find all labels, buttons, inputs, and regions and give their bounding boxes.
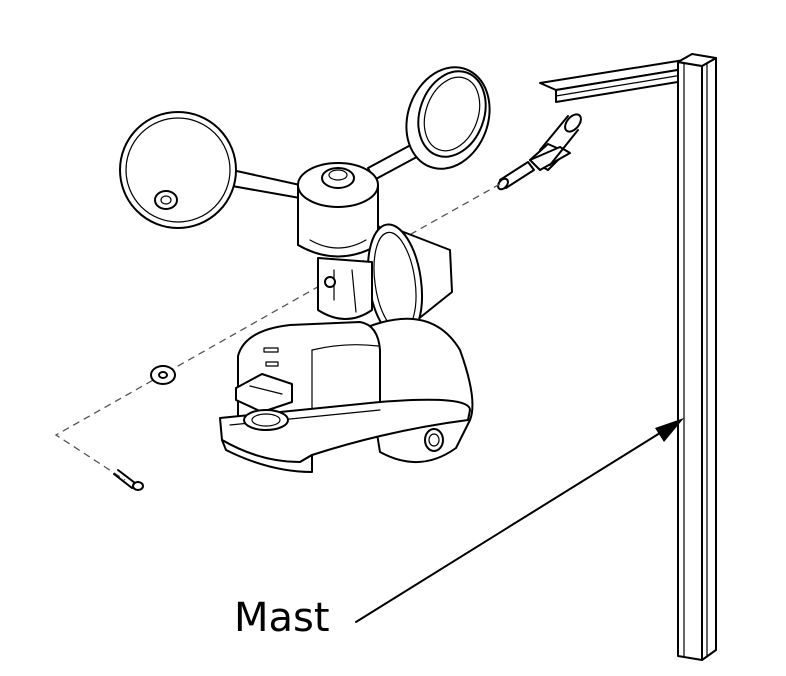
mast-arrowhead	[655, 418, 684, 442]
mast	[539, 53, 717, 661]
assembly-guide-lines	[54, 183, 501, 481]
mast-post-side	[701, 57, 717, 661]
anemometer-cup-assembly	[119, 66, 491, 341]
mast-callout: Mast	[234, 418, 684, 641]
bottom-cup	[367, 223, 453, 341]
sensor-body	[219, 257, 474, 473]
mast-post-front	[677, 61, 703, 661]
mast-leader-line	[355, 427, 669, 623]
right-cup	[405, 66, 491, 170]
washer	[150, 365, 176, 385]
mast-label: Mast	[234, 595, 330, 641]
cotter-pin	[113, 469, 144, 491]
left-cup	[119, 111, 237, 229]
mounting-shaft	[497, 113, 582, 191]
cup-hub	[297, 162, 379, 258]
